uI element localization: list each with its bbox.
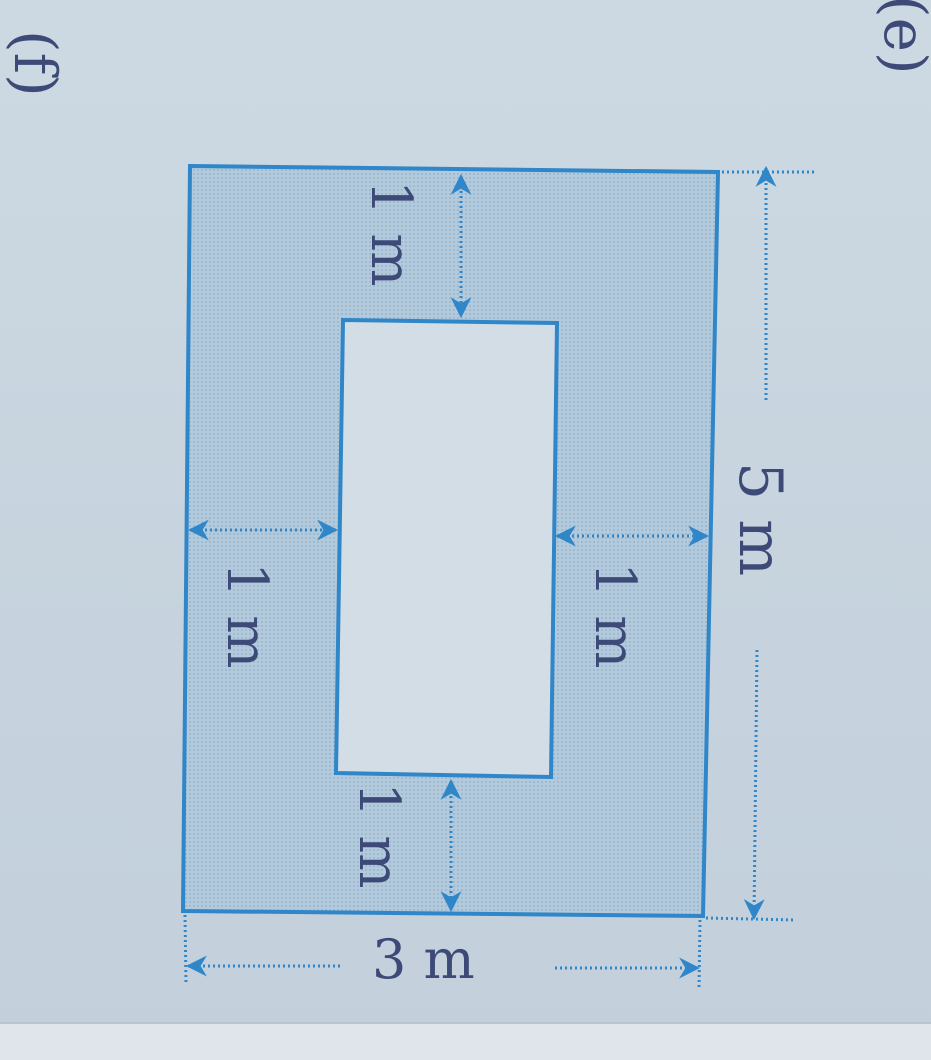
part-label-f: (f) (1, 30, 69, 97)
bottom-gap-label: 1 m (346, 782, 411, 889)
extension-line-right (697, 919, 702, 991)
height-arrow-bottom (743, 649, 765, 921)
width-label: 3 m (372, 928, 475, 991)
top-gap-label: 1 m (358, 180, 423, 287)
inner-rectangle (333, 317, 560, 780)
extension-line-bottom (705, 916, 796, 922)
part-label-e: (e) (871, 0, 931, 75)
height-label: 5 m (725, 462, 795, 576)
right-gap-label: 1 m (582, 562, 647, 669)
page-edge (0, 1022, 931, 1060)
left-gap-label: 1 m (214, 562, 279, 669)
extension-line-left (183, 914, 188, 986)
